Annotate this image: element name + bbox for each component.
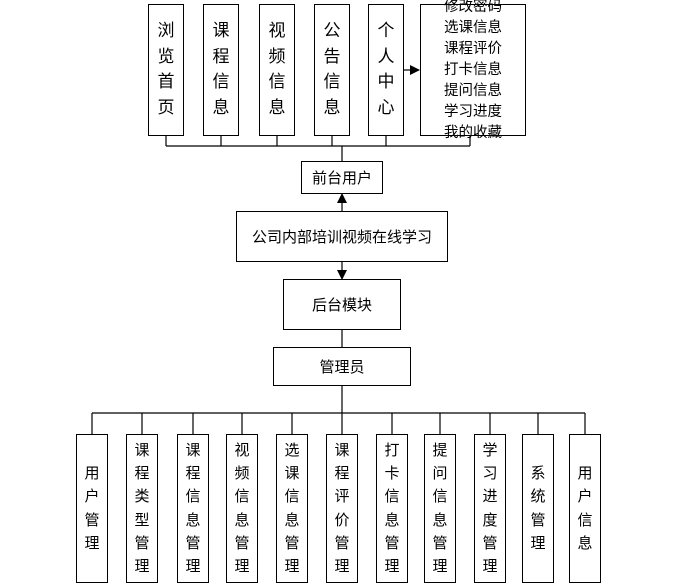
front-module-label: 视频信息 xyxy=(268,21,286,118)
admin-module-label: 学习进度管理 xyxy=(482,440,498,575)
front-module-course-info: 课程信息 xyxy=(203,4,239,136)
front-user-label: 前台用户 xyxy=(311,169,372,187)
admin-module-course-review-management: 课程评价管理 xyxy=(326,434,358,583)
subitem-questions: 提问信息 xyxy=(444,82,502,99)
admin-module-user-info: 用户信息 xyxy=(569,434,601,583)
admin-module-label: 提问信息管理 xyxy=(432,440,448,575)
admin-module-course-selection-management: 选课信息管理 xyxy=(276,434,308,583)
front-module-announcement-info: 公告信息 xyxy=(314,4,350,136)
admin-label: 管理员 xyxy=(319,358,365,376)
front-module-label: 课程信息 xyxy=(212,21,230,118)
admin-node: 管理员 xyxy=(273,347,411,386)
admin-module-video-info-management: 视频信息管理 xyxy=(226,434,258,583)
system-node: 公司内部培训视频在线学习 xyxy=(236,211,448,262)
admin-module-question-management: 提问信息管理 xyxy=(424,434,456,583)
subitem-course-review: 课程评价 xyxy=(444,40,502,57)
admin-module-label: 用户信息 xyxy=(577,464,593,552)
front-module-personal-center: 个人中心 xyxy=(368,4,404,136)
admin-module-label: 课程信息管理 xyxy=(185,440,201,575)
subitem-check-in: 打卡信息 xyxy=(444,61,502,78)
admin-module-label: 视频信息管理 xyxy=(234,440,250,575)
personal-center-subitems: 修改密码 选课信息 课程评价 打卡信息 提问信息 学习进度 我的收藏 xyxy=(420,0,526,141)
front-module-label: 浏览首页 xyxy=(157,21,175,118)
subitem-course-selection: 选课信息 xyxy=(444,19,502,36)
admin-module-label: 课程评价管理 xyxy=(334,440,350,575)
front-module-label: 个人中心 xyxy=(377,21,395,118)
front-module-video-info: 视频信息 xyxy=(259,4,295,136)
admin-module-label: 用户管理 xyxy=(84,464,100,552)
admin-module-label: 选课信息管理 xyxy=(284,440,300,575)
front-user-node: 前台用户 xyxy=(301,161,383,194)
admin-module-label: 课程类型管理 xyxy=(134,440,150,575)
admin-module-system-management: 系统管理 xyxy=(522,434,554,583)
admin-module-course-info-management: 课程信息管理 xyxy=(177,434,209,583)
backend-label: 后台模块 xyxy=(311,296,372,314)
admin-module-label: 打卡信息管理 xyxy=(384,440,400,575)
front-module-browse-home: 浏览首页 xyxy=(148,4,184,136)
front-module-label: 公告信息 xyxy=(323,21,341,118)
system-label: 公司内部培训视频在线学习 xyxy=(251,228,432,246)
admin-module-user-management: 用户管理 xyxy=(76,434,108,583)
subitem-change-password: 修改密码 xyxy=(444,0,502,15)
admin-module-check-in-management: 打卡信息管理 xyxy=(376,434,408,583)
subitem-learning-progress: 学习进度 xyxy=(444,103,502,120)
admin-module-learning-progress-management: 学习进度管理 xyxy=(474,434,506,583)
admin-module-course-type-management: 课程类型管理 xyxy=(126,434,158,583)
backend-node: 后台模块 xyxy=(283,279,401,330)
admin-module-label: 系统管理 xyxy=(530,464,546,552)
subitem-favorites: 我的收藏 xyxy=(444,124,502,141)
